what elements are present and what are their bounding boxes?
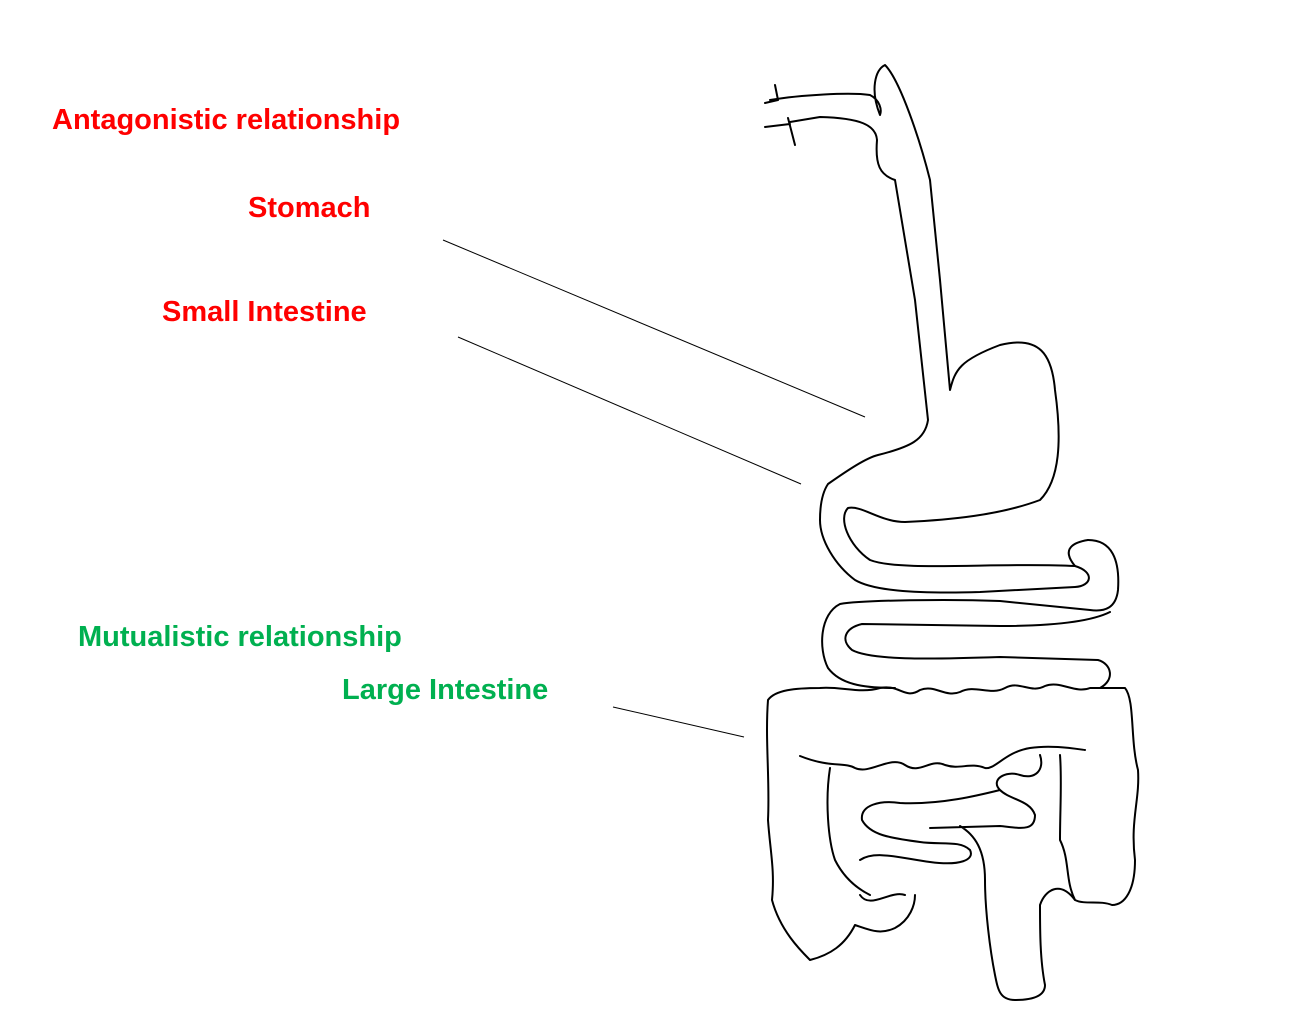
stomach-pointer-line — [442, 239, 866, 418]
large-intestine-outline — [766, 683, 1140, 1001]
large-intestine-label: Large Intestine — [342, 674, 549, 706]
esophagus-stomach-outline — [769, 64, 1090, 594]
small-intestine-pointer-line — [457, 336, 802, 485]
colon-inner-coils — [826, 754, 1043, 902]
mutualistic-relationship-heading: Mutualistic relationship — [78, 621, 402, 653]
small-intestine-outline — [821, 539, 1120, 689]
esophagus-stub — [764, 84, 796, 146]
stomach-label: Stomach — [248, 192, 371, 224]
small-intestine-label: Small Intestine — [162, 296, 367, 328]
small-intestine-fold — [1067, 539, 1089, 567]
large-intestine-pointer-line — [612, 706, 745, 738]
antagonistic-relationship-heading: Antagonistic relationship — [52, 104, 401, 136]
